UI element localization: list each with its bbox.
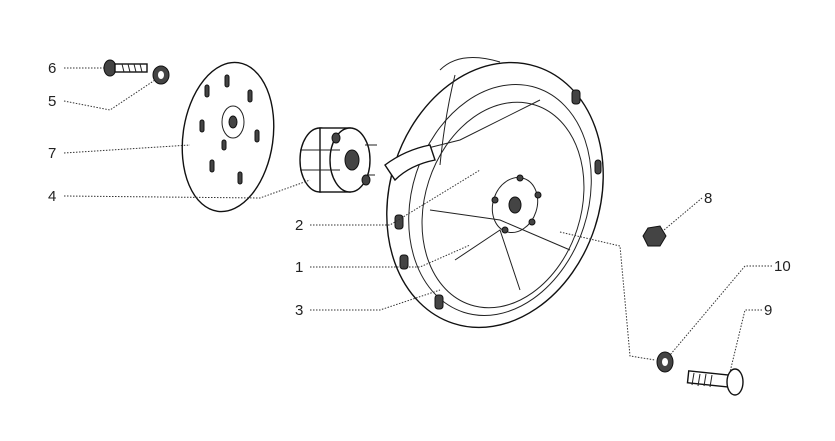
part-4-hub <box>299 127 377 193</box>
label-6: 6 <box>48 60 56 77</box>
part-7-brake-disc <box>181 61 275 213</box>
wheel-assembly <box>384 57 604 329</box>
axis-line <box>559 231 656 361</box>
part-5-nut <box>152 65 170 85</box>
part-10-washer <box>656 351 674 373</box>
part-6-bolt <box>103 59 148 77</box>
label-4: 4 <box>48 188 56 205</box>
label-8: 8 <box>704 190 712 207</box>
label-3: 3 <box>295 302 303 319</box>
label-1: 1 <box>295 259 303 276</box>
label-10: 10 <box>774 258 791 275</box>
label-7: 7 <box>48 145 56 162</box>
part-9-axle-bolt <box>686 368 744 396</box>
part-8-nut <box>642 225 667 247</box>
label-5: 5 <box>48 93 56 110</box>
leader-lines <box>63 67 772 373</box>
label-9: 9 <box>764 302 772 319</box>
label-2: 2 <box>295 217 303 234</box>
